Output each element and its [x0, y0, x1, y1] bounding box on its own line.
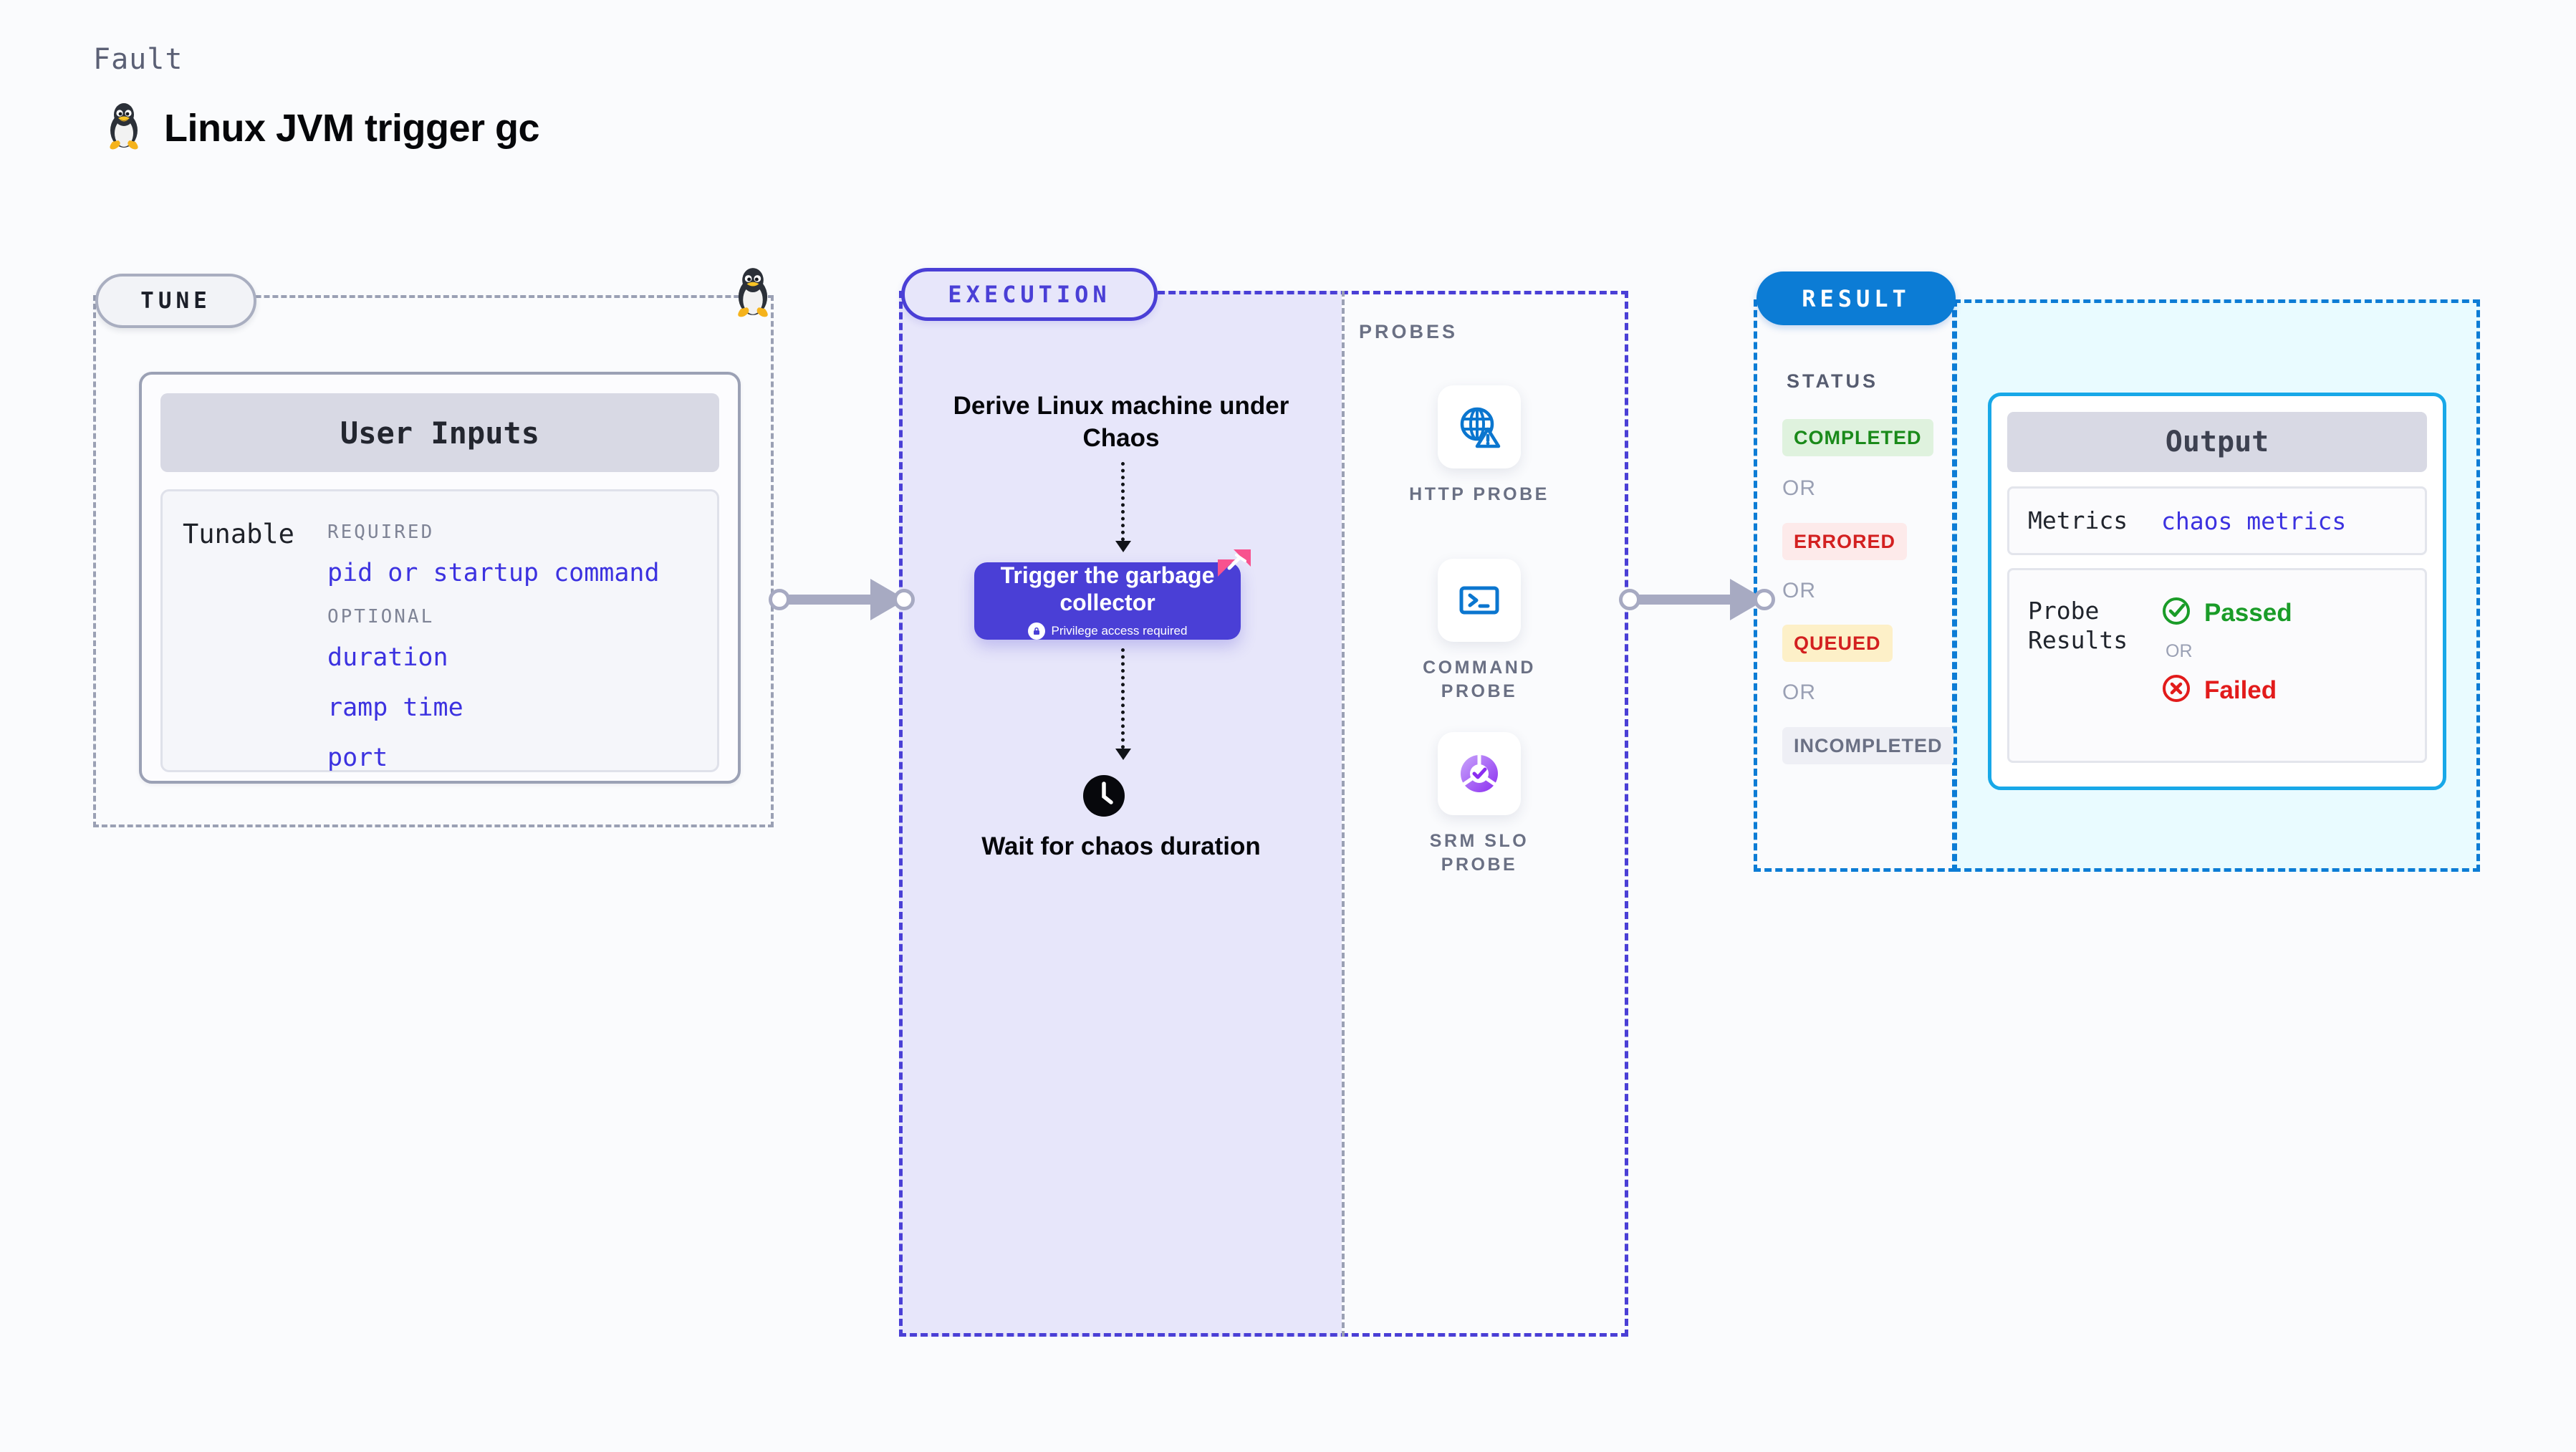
status-badge-completed: COMPLETED — [1782, 419, 1933, 456]
status-badge-incompleted: INCOMPLETED — [1782, 727, 1954, 764]
execution-stage-badge[interactable]: EXECUTION — [901, 268, 1158, 321]
lock-icon — [1027, 622, 1045, 640]
privilege-note: Privilege access required — [1027, 622, 1188, 640]
probe-command-label: COMMAND PROBE — [1423, 658, 1536, 701]
globe-warning-icon — [1438, 385, 1521, 468]
slo-check-icon — [1438, 732, 1521, 815]
metrics-value[interactable]: chaos metrics — [2161, 506, 2347, 535]
tune-panel: User Inputs Tunable REQUIRED pid or star… — [93, 295, 774, 827]
clock-icon — [1082, 774, 1126, 818]
page-title: Linux JVM trigger gc — [164, 106, 540, 150]
flow-arrow-1 — [1115, 462, 1131, 552]
check-circle-icon — [2161, 596, 2191, 630]
probe-http[interactable]: HTTP PROBE — [1400, 385, 1558, 506]
tunable-field-duration[interactable]: duration — [327, 643, 448, 672]
tunable-field-ramp-time[interactable]: ramp time — [327, 693, 463, 722]
eyebrow-label: Fault — [93, 43, 183, 76]
or-label-3: OR — [1782, 681, 1816, 704]
tunable-box: Tunable REQUIRED pid or startup command … — [160, 489, 719, 772]
trigger-garbage-collector-node[interactable]: Trigger the garbage collector Privilege … — [974, 549, 1251, 640]
probe-result-failed: Failed — [2161, 673, 2292, 707]
probe-command[interactable]: COMMAND PROBE — [1400, 559, 1558, 703]
metrics-key: Metrics — [2028, 506, 2128, 535]
optional-label: OPTIONAL — [327, 606, 435, 628]
tunable-field-pid[interactable]: pid or startup command — [327, 559, 660, 587]
probe-results-values: Passed OR Failed — [2161, 596, 2292, 761]
probe-result-passed: Passed — [2161, 596, 2292, 630]
output-card: Output Metrics chaos metrics Probe Resul… — [1988, 393, 2446, 790]
harness-chaos-logo-icon — [1212, 544, 1256, 588]
execution-background — [899, 291, 1342, 1337]
derive-step-label: Derive Linux machine under Chaos — [953, 392, 1289, 452]
result-stage-badge[interactable]: RESULT — [1756, 271, 1956, 325]
status-badge-queued: QUEUED — [1782, 625, 1893, 662]
trigger-node-title: Trigger the garbage collector — [1000, 562, 1215, 615]
probe-srm-slo[interactable]: SRM SLO PROBE — [1400, 732, 1558, 876]
connector-execution-to-result — [1613, 579, 1775, 620]
probe-srm-slo-label: SRM SLO PROBE — [1429, 831, 1529, 875]
probe-results-key: Probe Results — [2028, 597, 2128, 655]
failed-label: Failed — [2204, 675, 2277, 704]
or-label-1: OR — [1782, 476, 1816, 500]
privilege-note-text: Privilege access required — [1051, 623, 1188, 638]
tux-penguin-icon — [727, 266, 779, 318]
user-inputs-title: User Inputs — [160, 393, 719, 472]
status-section-label: STATUS — [1787, 370, 1878, 392]
execution-panel — [899, 291, 1628, 1337]
passed-label: Passed — [2204, 598, 2292, 627]
tux-penguin-icon — [104, 102, 144, 154]
required-label: REQUIRED — [327, 521, 435, 543]
probe-http-label: HTTP PROBE — [1409, 484, 1549, 504]
probe-results-row: Probe Results Passed OR — [2007, 568, 2427, 763]
tunable-fields: REQUIRED pid or startup command OPTIONAL… — [327, 519, 717, 772]
tunable-label: Tunable — [183, 519, 294, 549]
metrics-row: Metrics chaos metrics — [2007, 486, 2427, 555]
execution-probes-divider — [1342, 291, 1345, 1337]
page-header: Fault Linux JVM trigger gc — [93, 43, 540, 154]
terminal-icon — [1438, 559, 1521, 642]
probes-section-label: PROBES — [1359, 321, 1458, 342]
x-circle-icon — [2161, 673, 2191, 707]
tunable-field-port[interactable]: port — [327, 744, 388, 772]
wait-step-label: Wait for chaos duration — [981, 832, 1261, 860]
output-card-title: Output — [2007, 412, 2427, 472]
or-label-2: OR — [1782, 579, 1816, 602]
user-inputs-card: User Inputs Tunable REQUIRED pid or star… — [139, 372, 741, 784]
status-badge-errored: ERRORED — [1782, 523, 1908, 560]
title-row: Linux JVM trigger gc — [104, 102, 540, 154]
tune-stage-badge[interactable]: TUNE — [95, 274, 256, 328]
or-label-output: OR — [2166, 641, 2193, 661]
result-panel — [1754, 299, 1956, 872]
flow-arrow-2 — [1115, 648, 1131, 760]
connector-tune-to-execution — [763, 579, 915, 620]
